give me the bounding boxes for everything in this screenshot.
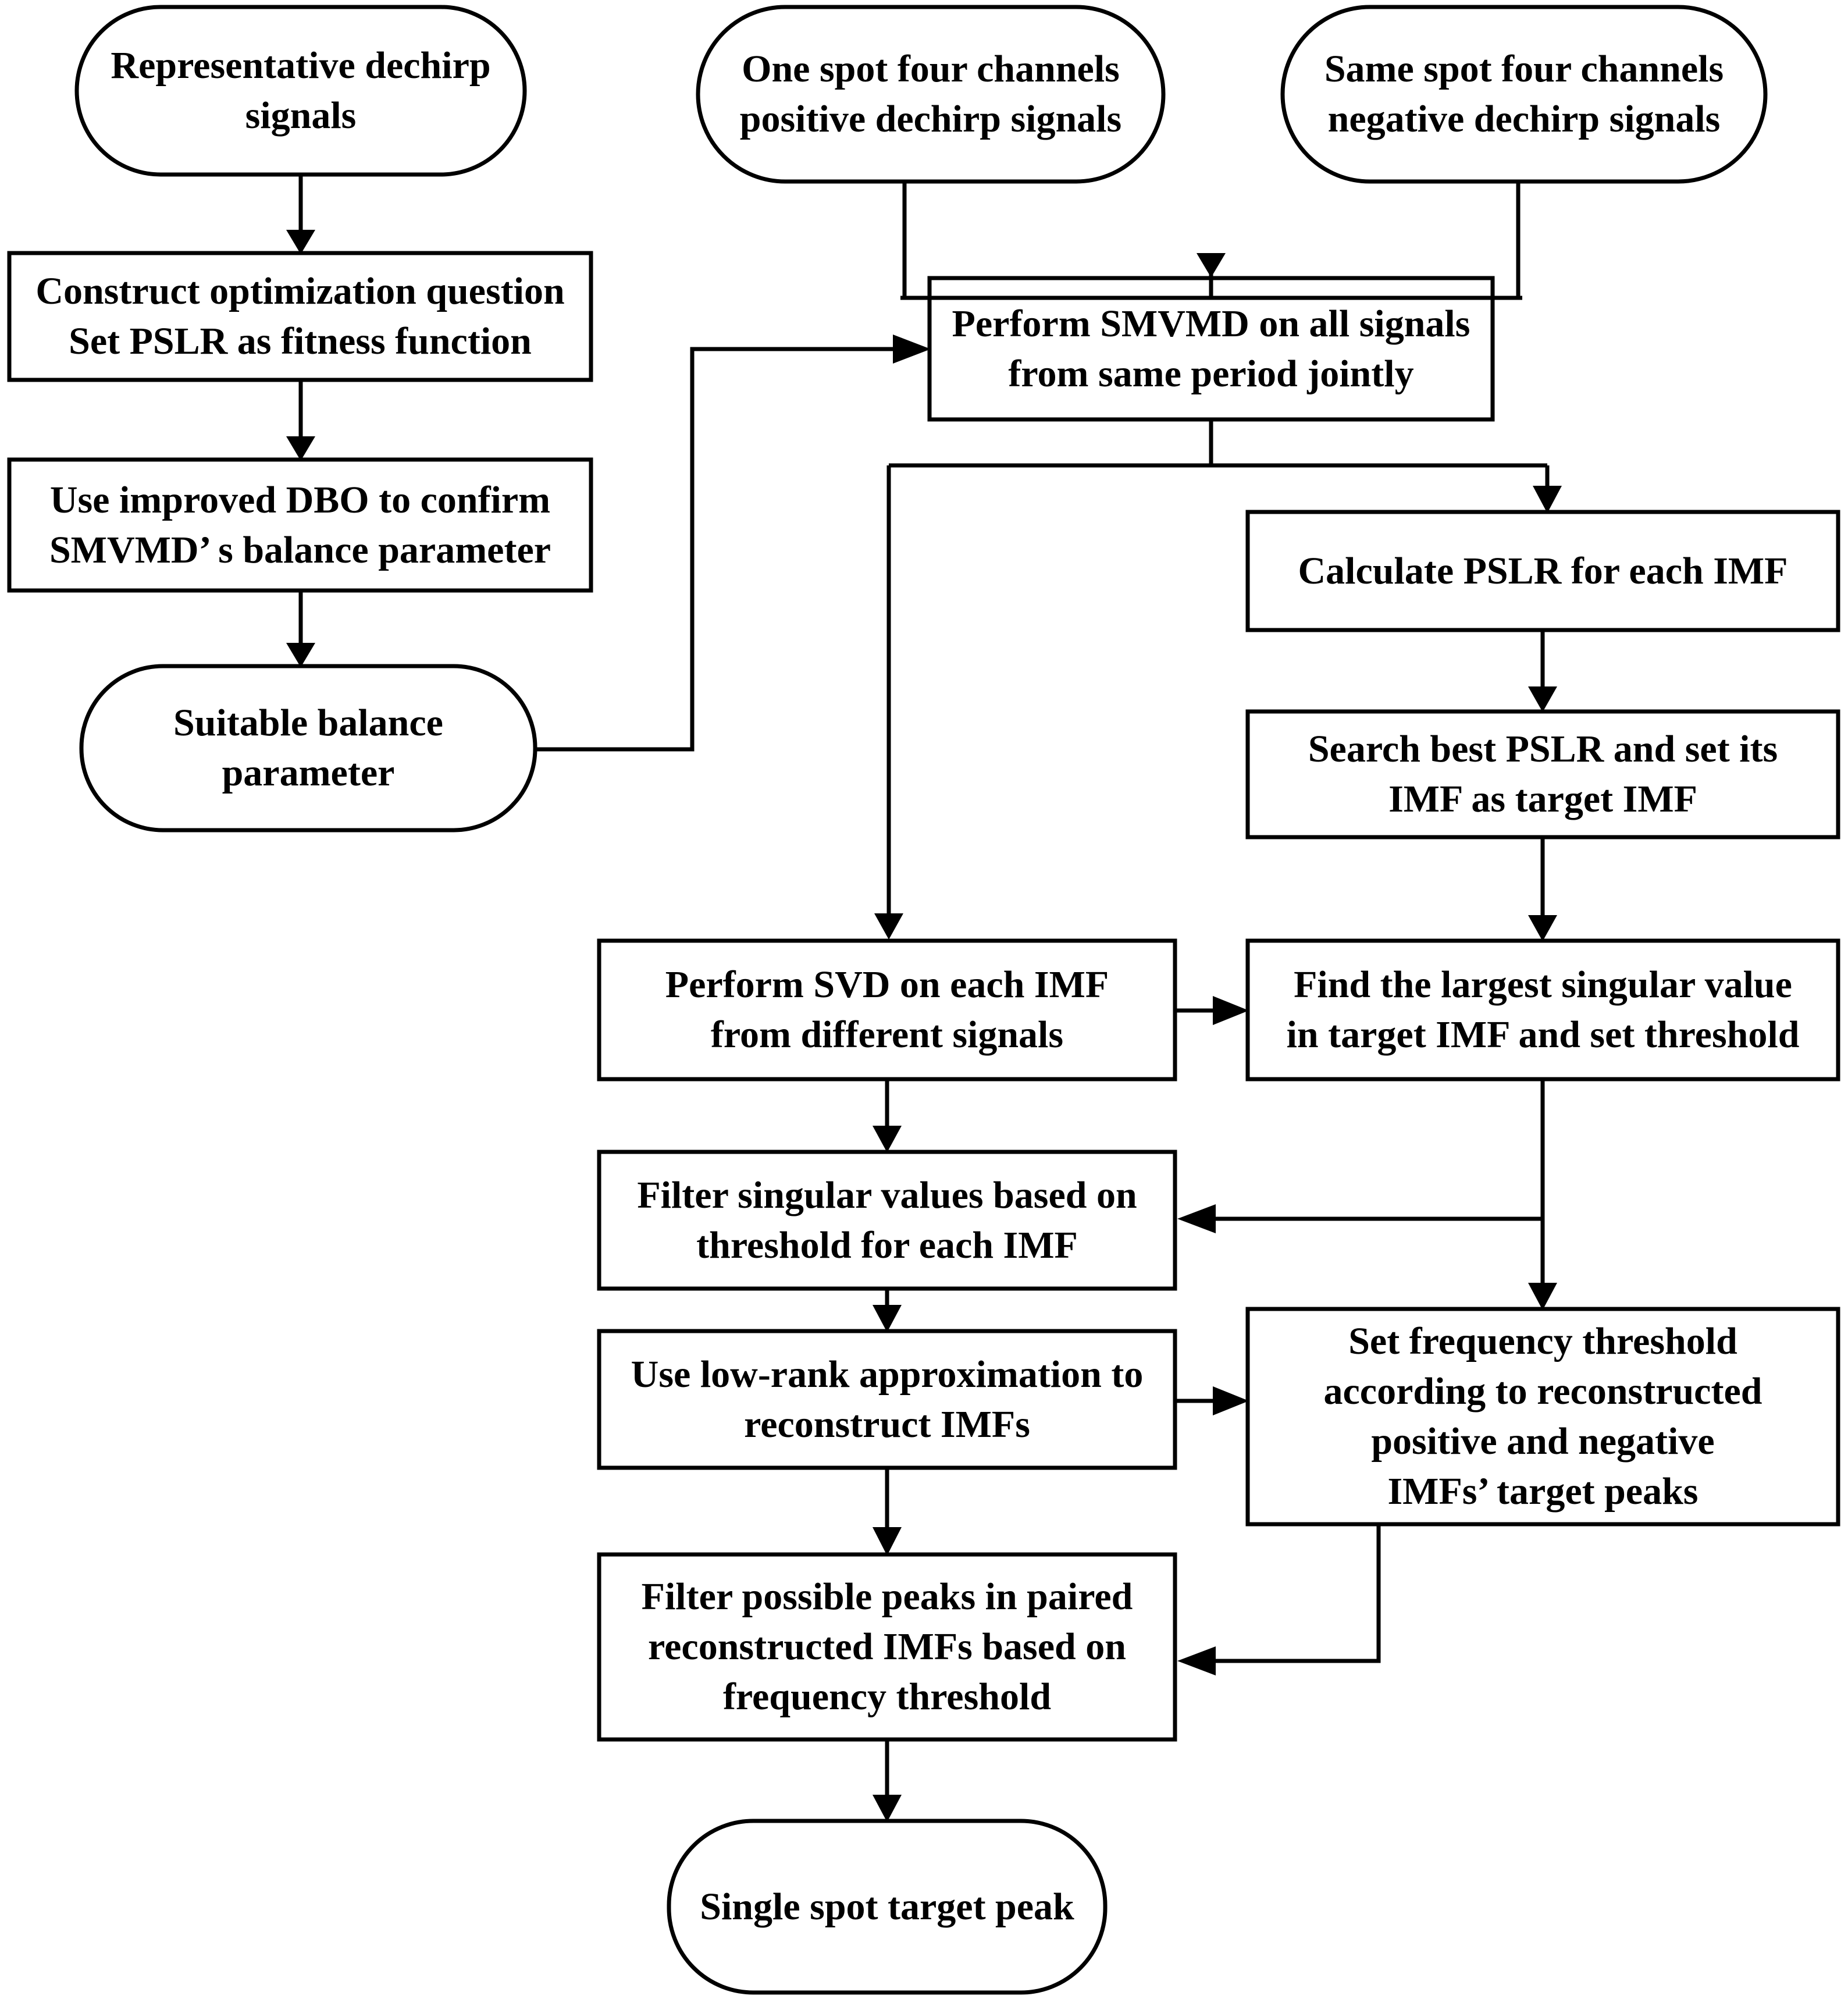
node-shape-filter-possible-peaks[interactable] <box>597 1552 1177 1742</box>
edge-construct-to-dbo <box>286 380 315 461</box>
edge-find-to-setfreq <box>1528 1219 1557 1310</box>
edges <box>286 175 1562 1822</box>
edge-svd-to-filter <box>873 1079 902 1152</box>
node-shape-one-spot-four-channels-positive[interactable] <box>696 5 1166 184</box>
node-shape-calculate-pslr[interactable] <box>1245 510 1840 632</box>
node-shape-suitable-balance-parameter[interactable] <box>79 664 537 832</box>
edge-rep-to-construct <box>286 175 315 254</box>
edge-merge-to-smvmd <box>1197 253 1226 298</box>
node-shape-use-low-rank-approximation[interactable] <box>597 1329 1177 1470</box>
node-shape-set-frequency-threshold[interactable] <box>1245 1307 1840 1527</box>
edge-smvmd-split <box>889 419 1547 468</box>
edge-dbo-to-suitable <box>286 590 315 667</box>
edge-lowrank-to-filterpeaks <box>873 1468 902 1556</box>
edge-search-to-find <box>1528 837 1557 941</box>
node-shape-construct-optimization-question[interactable] <box>7 251 593 382</box>
node-shape-find-largest-singular-value[interactable] <box>1245 938 1840 1081</box>
edge-find-to-filter <box>1177 1079 1545 1233</box>
edge-smvmd-to-calc-pslr <box>1533 465 1562 513</box>
edge-svd-to-find <box>1175 996 1249 1025</box>
node-shape-use-improved-dbo[interactable] <box>7 457 593 593</box>
node-shape-single-spot-target-peak[interactable] <box>667 1819 1108 1995</box>
edge-lowrank-to-setfreq <box>1175 1386 1249 1415</box>
edge-filter-to-lowrank <box>873 1289 902 1332</box>
edge-filterpeaks-to-single <box>873 1739 902 1822</box>
edge-calc-to-search <box>1528 630 1557 712</box>
node-shape-same-spot-four-channels-negative[interactable] <box>1280 5 1768 184</box>
edge-suitable-to-smvmd <box>535 335 931 752</box>
edge-smvmd-to-svd <box>874 465 903 940</box>
node-shape-perform-smvmd[interactable] <box>927 276 1495 422</box>
node-shape-representative-dechirp-signals[interactable] <box>74 5 527 177</box>
node-shape-perform-svd[interactable] <box>597 938 1177 1081</box>
node-shapes <box>7 5 1840 1995</box>
node-shape-search-best-pslr[interactable] <box>1245 709 1840 839</box>
edge-setfreq-to-filterpeaks <box>1177 1524 1381 1675</box>
node-shape-filter-singular-values[interactable] <box>597 1150 1177 1291</box>
